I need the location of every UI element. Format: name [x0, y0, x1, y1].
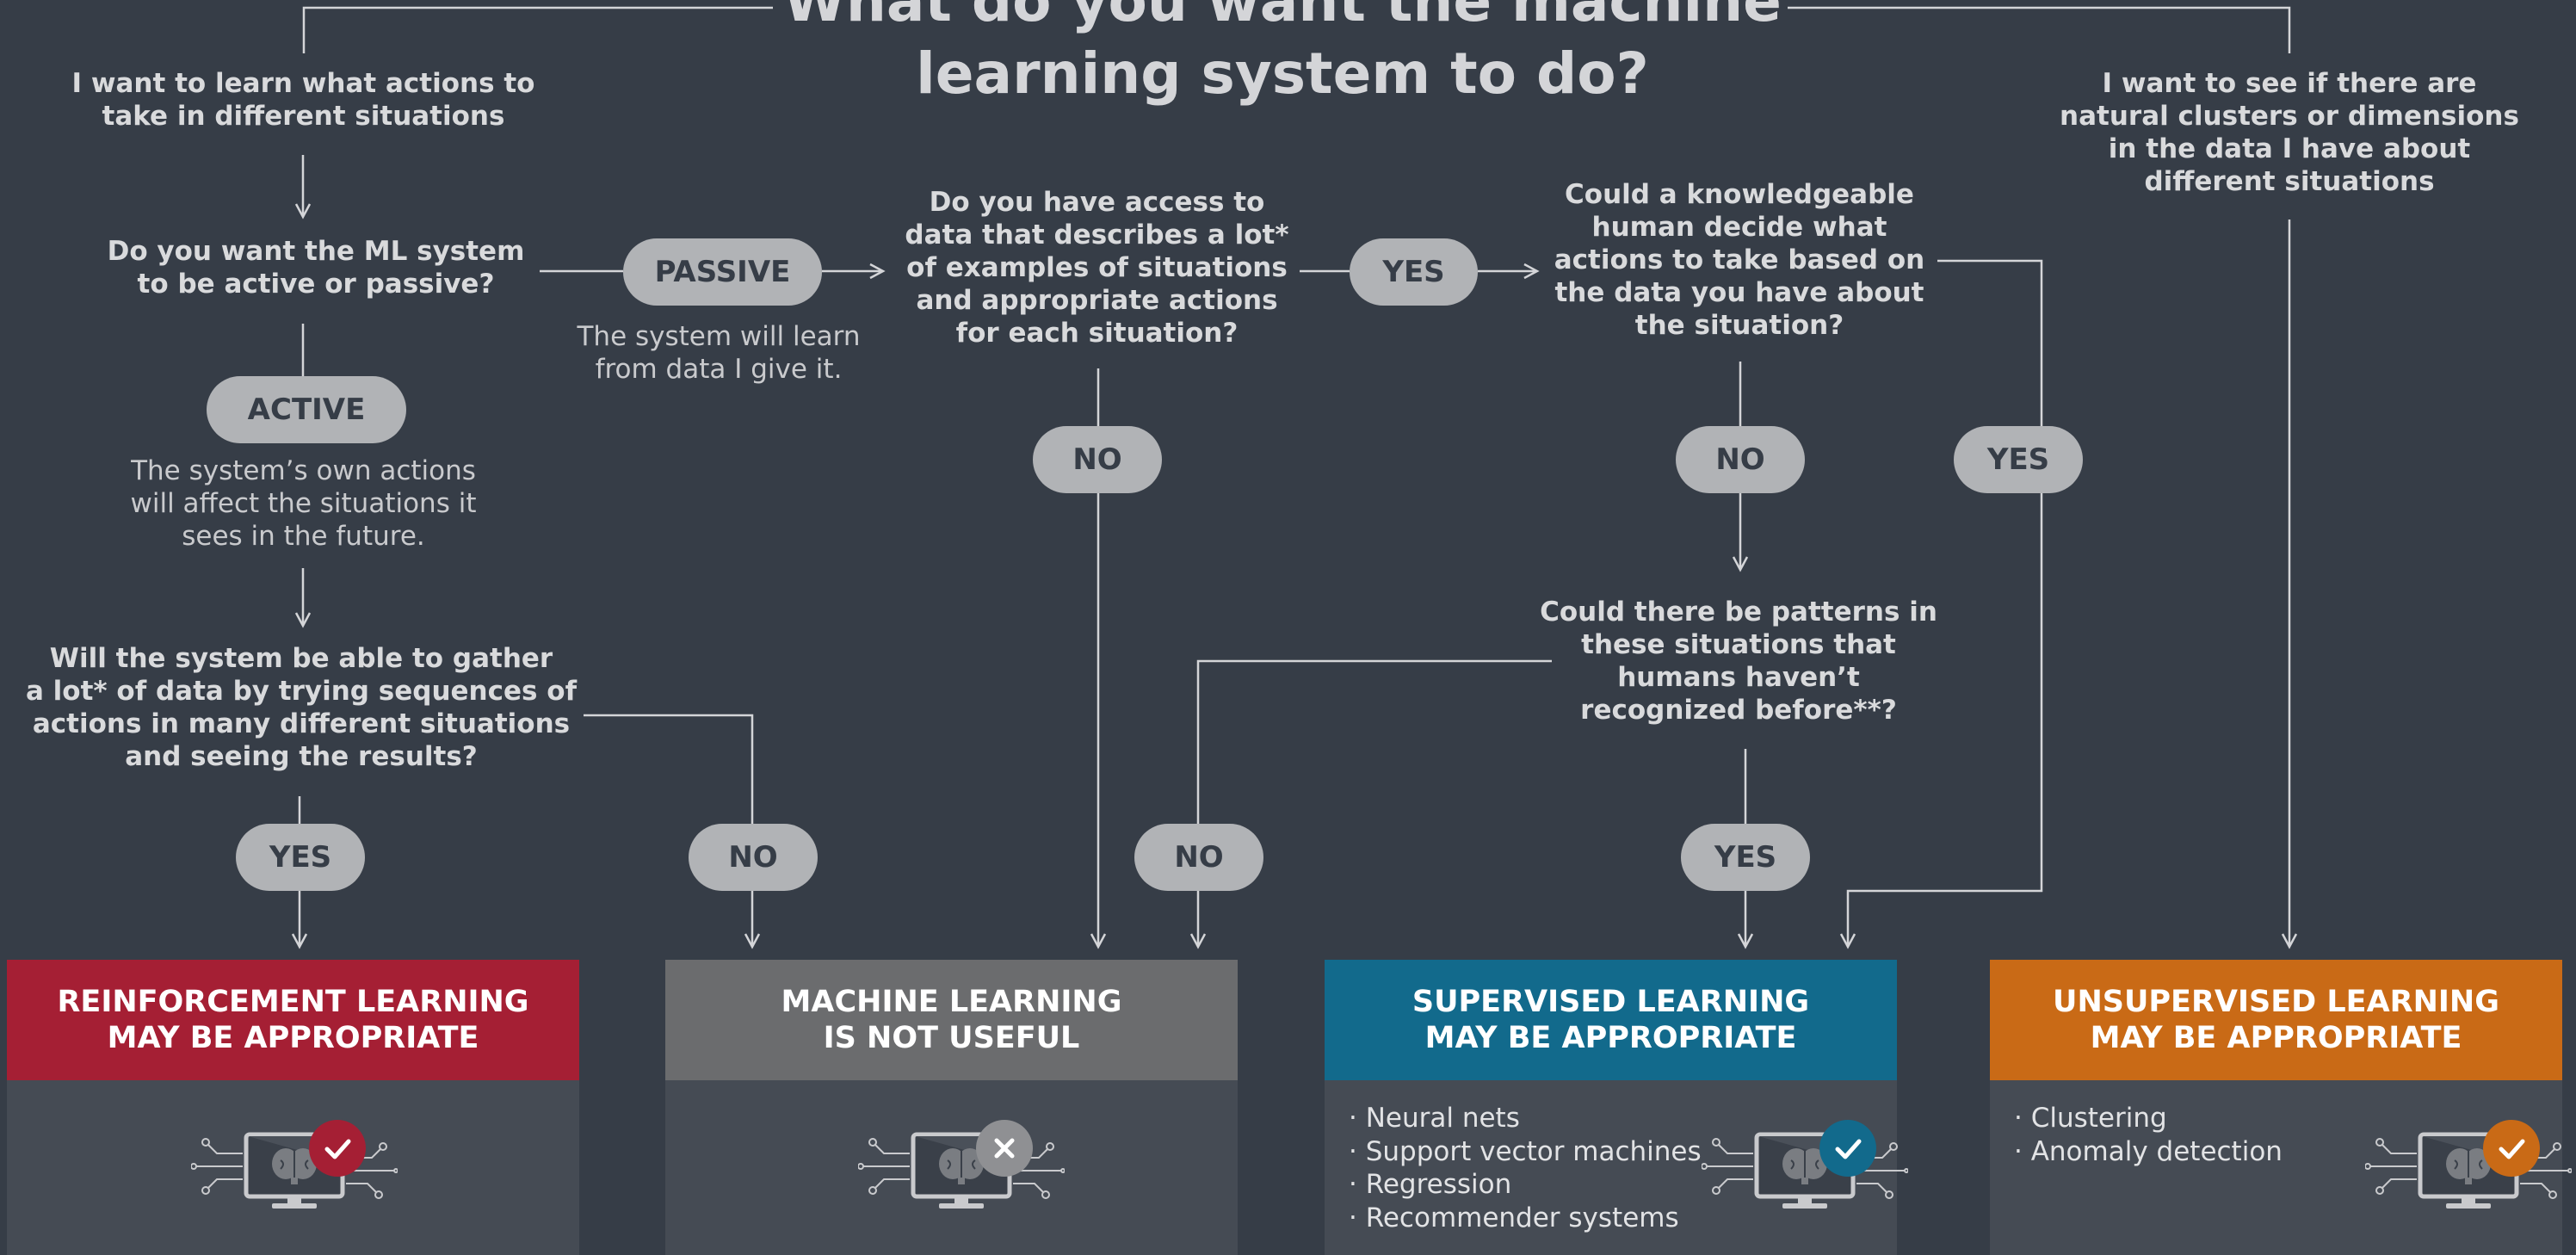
page-title: What do you want the machine learning sy… — [723, 0, 1842, 110]
pill-yes-access: YES — [1350, 238, 1478, 306]
note-passive: The system will learn from data I give i… — [542, 320, 895, 386]
question-line: recognized before**? — [1580, 695, 1897, 726]
note-line: The system’s own actions — [131, 455, 476, 486]
note-line: The system will learn — [577, 321, 861, 352]
computer-brain-check-icon — [1701, 1110, 1909, 1214]
question-line: of examples of situations — [906, 252, 1288, 283]
computer-brain-check-icon — [2364, 1110, 2573, 1214]
pill-no-patterns: NO — [1134, 824, 1263, 891]
question-human-decide: Could a knowledgeable human decide what … — [1546, 178, 1933, 342]
question-line: human decide what — [1591, 212, 1887, 243]
question-line: I want to learn what actions to — [71, 68, 535, 99]
question-line: actions to take based on — [1554, 244, 1925, 275]
list-item: · Clustering — [2014, 1103, 2167, 1134]
pill-yes-human: YES — [1954, 426, 2083, 493]
question-line: data that describes a lot* — [905, 219, 1289, 250]
question-line: different situations — [2144, 166, 2435, 197]
question-line: Will the system be able to gather — [49, 643, 553, 674]
title-line-2: learning system to do? — [916, 40, 1649, 107]
question-access-data: Do you have access to data that describe… — [893, 186, 1301, 349]
note-line: sees in the future. — [182, 521, 425, 552]
card-title-line: UNSUPERVISED LEARNING — [2053, 985, 2499, 1019]
pill-passive: PASSIVE — [623, 238, 822, 306]
question-line: the data you have about — [1554, 277, 1924, 308]
question-line: for each situation? — [955, 318, 1239, 349]
yes-to-supervised-arrow — [1839, 492, 2043, 949]
list-item: · Anomaly detection — [2014, 1135, 2283, 1167]
card-title-line: MAY BE APPROPRIATE — [1424, 1021, 1797, 1055]
computer-brain-check-icon — [190, 1110, 398, 1214]
list-item: · Support vector machines — [1349, 1135, 1702, 1167]
note-line: will affect the situations it — [130, 488, 477, 519]
question-active-passive: Do you want the ML system to be active o… — [79, 235, 553, 300]
card-title-line: REINFORCEMENT LEARNING — [57, 985, 529, 1019]
question-line: in the data I have about — [2108, 133, 2471, 164]
list-item: · Neural nets — [1349, 1103, 1520, 1134]
technique-list: · Neural nets · Support vector machines … — [1349, 1102, 1702, 1234]
question-line: and seeing the results? — [125, 741, 478, 772]
question-line: Do you have access to — [929, 187, 1265, 218]
question-line: humans haven’t — [1617, 662, 1860, 693]
card-title-line: MACHINE LEARNING — [781, 985, 1122, 1019]
note-active: The system’s own actions will affect the… — [112, 454, 495, 553]
question-line: and appropriate actions — [916, 285, 1278, 316]
title-line-1: What do you want the machine — [783, 0, 1782, 34]
question-patterns: Could there be patterns in these situati… — [1536, 596, 1941, 726]
question-line: natural clusters or dimensions — [2060, 101, 2519, 132]
question-line: a lot* of data by trying sequences of — [25, 676, 578, 707]
question-clusters: I want to see if there are natural clust… — [2053, 67, 2526, 198]
card-title-line: IS NOT USEFUL — [823, 1021, 1080, 1055]
pill-no-gather: NO — [689, 824, 818, 891]
title-to-right-connector — [1788, 6, 2291, 53]
question-line: Could a knowledgeable — [1565, 179, 1914, 210]
note-line: from data I give it. — [595, 354, 843, 385]
gather-to-no-line — [584, 714, 754, 824]
pill-yes-patterns: YES — [1681, 824, 1810, 891]
question-gather-data: Will the system be able to gather a lot*… — [17, 642, 585, 773]
question-line: take in different situations — [102, 101, 505, 132]
question-line: Could there be patterns in — [1540, 597, 1937, 628]
question-line: I want to see if there are — [2102, 68, 2477, 99]
technique-list: · Clustering · Anomaly detection — [2014, 1102, 2283, 1168]
question-line: to be active or passive? — [137, 269, 495, 300]
pill-no-access: NO — [1033, 426, 1162, 493]
question-learn-actions: I want to learn what actions to take in … — [56, 67, 551, 133]
pill-yes-gather: YES — [236, 824, 365, 891]
list-item: · Recommender systems — [1349, 1202, 1679, 1233]
question-line: Do you want the ML system — [107, 236, 525, 267]
question-line: actions in many different situations — [32, 708, 571, 739]
patterns-to-no-line — [1196, 659, 1552, 824]
pill-active: ACTIVE — [207, 376, 406, 443]
card-title-line: SUPERVISED LEARNING — [1412, 985, 1810, 1019]
human-to-yes-line — [1937, 259, 2043, 426]
question-line: these situations that — [1581, 629, 1896, 660]
title-to-left-connector — [302, 6, 773, 53]
computer-brain-x-icon — [857, 1110, 1066, 1214]
list-item: · Regression — [1349, 1169, 1512, 1200]
question-line: the situation? — [1634, 310, 1844, 341]
card-title-line: MAY BE APPROPRIATE — [107, 1021, 479, 1055]
pill-no-human: NO — [1676, 426, 1805, 493]
card-title-line: MAY BE APPROPRIATE — [2090, 1021, 2462, 1055]
